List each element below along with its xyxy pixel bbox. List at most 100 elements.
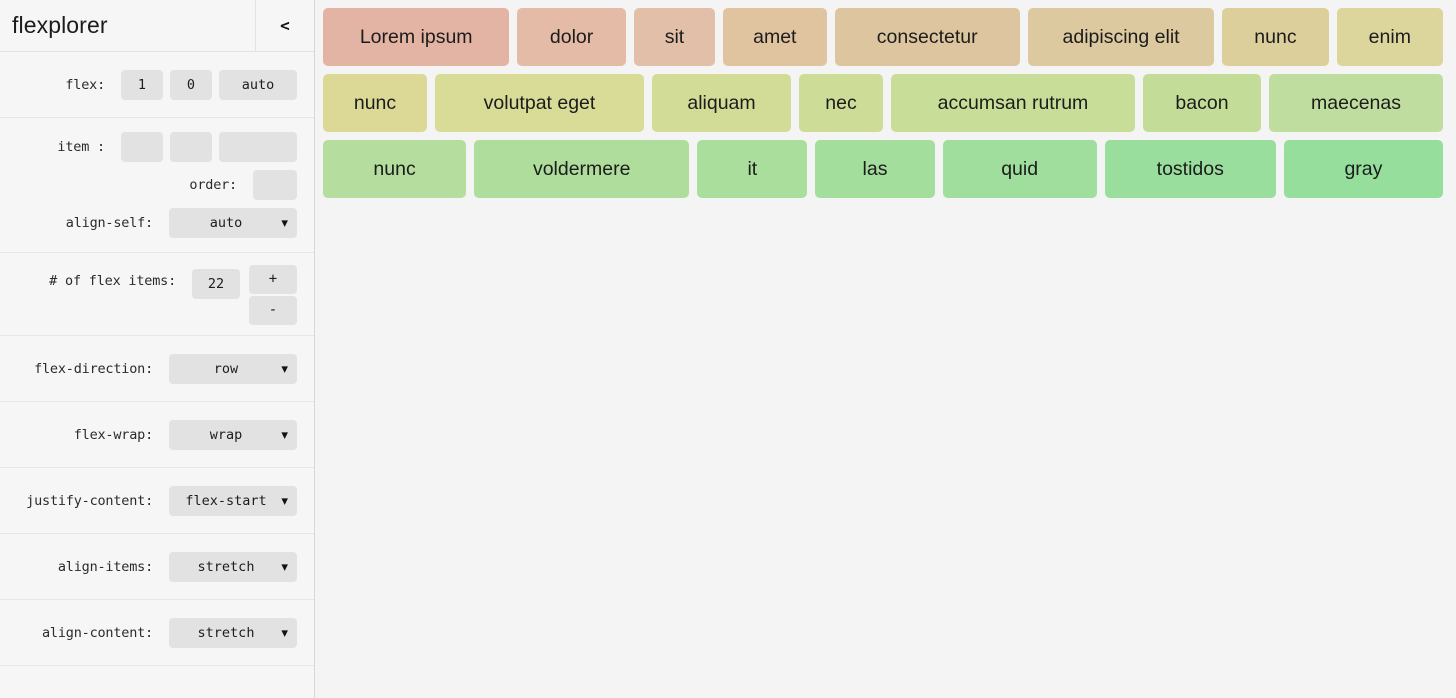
- flex-item[interactable]: nec: [799, 74, 883, 132]
- align-items-row: align-items: stretch ▼: [0, 544, 314, 589]
- flex-item-label: Lorem ipsum: [359, 25, 473, 48]
- justify-content-label: justify-content:: [26, 492, 153, 509]
- flex-item[interactable]: consectetur: [834, 8, 1020, 66]
- flex-item[interactable]: enim: [1336, 8, 1443, 66]
- flex-item[interactable]: dolor: [517, 8, 626, 66]
- item-order-row: order:: [0, 166, 314, 204]
- align-items-section: align-items: stretch ▼: [0, 534, 314, 600]
- flex-item[interactable]: amet: [723, 8, 827, 66]
- align-items-select[interactable]: stretch: [169, 551, 297, 582]
- flex-item-label: nec: [825, 91, 857, 114]
- flex-item-count-row: # of flex items: + -: [0, 263, 314, 325]
- flex-item-label: las: [862, 157, 888, 180]
- flex-item-label: aliquam: [687, 91, 756, 114]
- align-items-select-wrap: stretch ▼: [169, 551, 297, 582]
- flex-item[interactable]: gray: [1283, 140, 1443, 198]
- flex-item-label: gray: [1344, 157, 1383, 180]
- flex-basis-input[interactable]: [219, 69, 297, 100]
- flex-item[interactable]: nunc: [323, 140, 467, 198]
- order-label: order:: [189, 177, 237, 193]
- align-self-select-wrap: auto ▼: [169, 208, 297, 238]
- flex-item[interactable]: nunc: [1222, 8, 1329, 66]
- align-content-section: align-content: stretch ▼: [0, 600, 314, 666]
- flex-item-count-label: # of flex items:: [49, 273, 176, 289]
- flex-direction-label: flex-direction:: [34, 360, 153, 377]
- flex-item-label: consectetur: [876, 25, 978, 48]
- flex-item-label: enim: [1368, 25, 1411, 48]
- flex-item-label: voldermere: [532, 157, 631, 180]
- item-label: item :: [57, 139, 105, 155]
- flex-wrap-row: flex-wrap: wrap ▼: [0, 412, 314, 457]
- flex-item-count-section: # of flex items: + -: [0, 253, 314, 336]
- sidebar-header: flexplorer <: [0, 0, 314, 52]
- flex-item[interactable]: nunc: [323, 74, 427, 132]
- flex-item-label: it: [747, 157, 758, 180]
- align-content-select[interactable]: stretch: [169, 617, 297, 648]
- flex-item-label: accumsan rutrum: [937, 91, 1089, 114]
- flex-item-label: nunc: [353, 91, 397, 114]
- flex-shrink-input[interactable]: [170, 69, 212, 100]
- flex-label: flex:: [65, 76, 105, 93]
- item-flex-row: item :: [0, 128, 314, 166]
- flex-item[interactable]: Lorem ipsum: [323, 8, 510, 66]
- flex-item-label: maecenas: [1311, 91, 1401, 114]
- flex-item[interactable]: voldermere: [474, 140, 690, 198]
- item-flex-grow-input[interactable]: [121, 132, 163, 162]
- flex-wrap-label: flex-wrap:: [73, 426, 153, 443]
- flex-item[interactable]: adipiscing elit: [1027, 8, 1215, 66]
- flex-item[interactable]: bacon: [1143, 74, 1261, 132]
- align-self-select[interactable]: auto: [169, 208, 297, 238]
- flex-item[interactable]: it: [697, 140, 808, 198]
- flex-item-label: tostidos: [1156, 157, 1224, 180]
- flex-item-label: volutpat eget: [483, 91, 596, 114]
- item-align-self-row: align-self: auto ▼: [0, 204, 314, 242]
- flex-container: Lorem ipsum dolor sit amet consectetur adipis…: [315, 0, 1451, 206]
- flex-item[interactable]: las: [815, 140, 935, 198]
- flex-shorthand-row: flex:: [0, 62, 314, 107]
- item-flex-shrink-input[interactable]: [170, 132, 212, 162]
- order-input[interactable]: [253, 170, 297, 200]
- sidebar-collapse-button[interactable]: <: [255, 0, 314, 51]
- align-content-label: align-content:: [42, 624, 153, 641]
- justify-content-select[interactable]: flex-start: [169, 485, 297, 516]
- flex-wrap-select-wrap: wrap ▼: [169, 419, 297, 450]
- flex-shorthand-section: flex:: [0, 52, 314, 118]
- flex-wrap-select[interactable]: wrap: [169, 419, 297, 450]
- flex-item-count-input[interactable]: [192, 269, 240, 299]
- flex-item-label: dolor: [549, 25, 594, 48]
- flex-item-label: bacon: [1175, 91, 1229, 114]
- flex-item[interactable]: aliquam: [652, 74, 791, 132]
- flex-wrap-section: flex-wrap: wrap ▼: [0, 402, 314, 468]
- add-item-button[interactable]: +: [249, 265, 297, 294]
- item-flex-basis-input[interactable]: [219, 132, 297, 162]
- flex-direction-select[interactable]: row: [169, 353, 297, 384]
- remove-item-button[interactable]: -: [249, 296, 297, 325]
- flex-item[interactable]: maecenas: [1269, 74, 1443, 132]
- item-section: item : order: align-self: auto ▼: [0, 118, 314, 253]
- flex-direction-select-wrap: row ▼: [169, 353, 297, 384]
- justify-content-section: justify-content: flex-start ▼: [0, 468, 314, 534]
- flex-item[interactable]: tostidos: [1104, 140, 1276, 198]
- flex-canvas: Lorem ipsum dolor sit amet consectetur adipis…: [315, 0, 1456, 698]
- flex-direction-section: flex-direction: row ▼: [0, 336, 314, 402]
- sidebar: flexplorer < flex: item : order:: [0, 0, 315, 698]
- flex-item-label: amet: [753, 25, 797, 48]
- align-self-label: align-self:: [65, 215, 153, 231]
- flex-item-label: sit: [664, 25, 685, 48]
- flex-item[interactable]: volutpat eget: [435, 74, 644, 132]
- justify-content-select-wrap: flex-start ▼: [169, 485, 297, 516]
- flex-item-label: nunc: [373, 157, 416, 180]
- flex-item-label: nunc: [1254, 25, 1297, 48]
- align-content-row: align-content: stretch ▼: [0, 610, 314, 655]
- flex-item[interactable]: accumsan rutrum: [891, 74, 1135, 132]
- flex-grow-input[interactable]: [121, 69, 163, 100]
- flex-item[interactable]: quid: [942, 140, 1097, 198]
- justify-content-row: justify-content: flex-start ▼: [0, 478, 314, 523]
- align-content-select-wrap: stretch ▼: [169, 617, 297, 648]
- flex-item[interactable]: sit: [633, 8, 716, 66]
- chevron-left-icon: <: [280, 16, 290, 35]
- flex-item-label: quid: [1001, 157, 1039, 180]
- flex-item-label: adipiscing elit: [1062, 25, 1180, 48]
- page-title: flexplorer: [12, 12, 108, 38]
- align-items-label: align-items:: [57, 558, 153, 575]
